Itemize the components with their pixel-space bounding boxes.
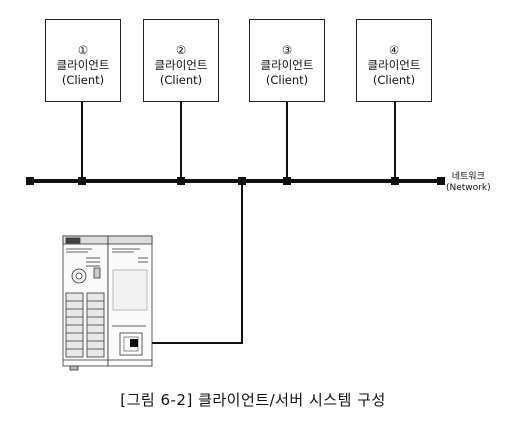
client-name: 클라이언트 bbox=[260, 58, 314, 72]
client-box-2: ② 클라이언트 (Client) bbox=[143, 19, 219, 102]
plc-brand-plate bbox=[65, 237, 81, 244]
client-box-4: ④ 클라이언트 (Client) bbox=[356, 19, 432, 102]
client-number: ② bbox=[175, 43, 187, 57]
bus-end-left bbox=[26, 177, 34, 185]
client-box-1: ① 클라이언트 (Client) bbox=[45, 19, 121, 102]
client-name: 클라이언트 bbox=[367, 58, 421, 72]
client-name: 클라이언트 bbox=[154, 58, 208, 72]
figure-caption: [그림 6-2] 클라이언트/서버 시스템 구성 bbox=[120, 391, 386, 409]
tap-client-1 bbox=[78, 177, 86, 185]
client-box-3: ③ 클라이언트 (Client) bbox=[249, 19, 325, 102]
client-sub: (Client) bbox=[61, 73, 105, 87]
tap-client-2 bbox=[177, 177, 185, 185]
server-link bbox=[136, 181, 243, 344]
network-label-ko: 네트워크 bbox=[451, 172, 485, 182]
network-label-en: (Network) bbox=[446, 183, 491, 193]
plc-port-connector bbox=[130, 339, 138, 347]
tap-client-4 bbox=[391, 177, 399, 185]
client-number: ① bbox=[77, 43, 89, 57]
plc-device bbox=[62, 235, 153, 371]
client-sub: (Client) bbox=[372, 73, 416, 87]
client-sub: (Client) bbox=[159, 73, 203, 87]
client-name: 클라이언트 bbox=[56, 58, 110, 72]
tap-client-3 bbox=[283, 177, 291, 185]
client-number: ④ bbox=[388, 43, 400, 57]
bus-end-right bbox=[437, 177, 445, 185]
client-sub: (Client) bbox=[265, 73, 309, 87]
network-label: 네트워크 (Network) bbox=[446, 172, 491, 194]
client-number: ③ bbox=[281, 43, 293, 57]
